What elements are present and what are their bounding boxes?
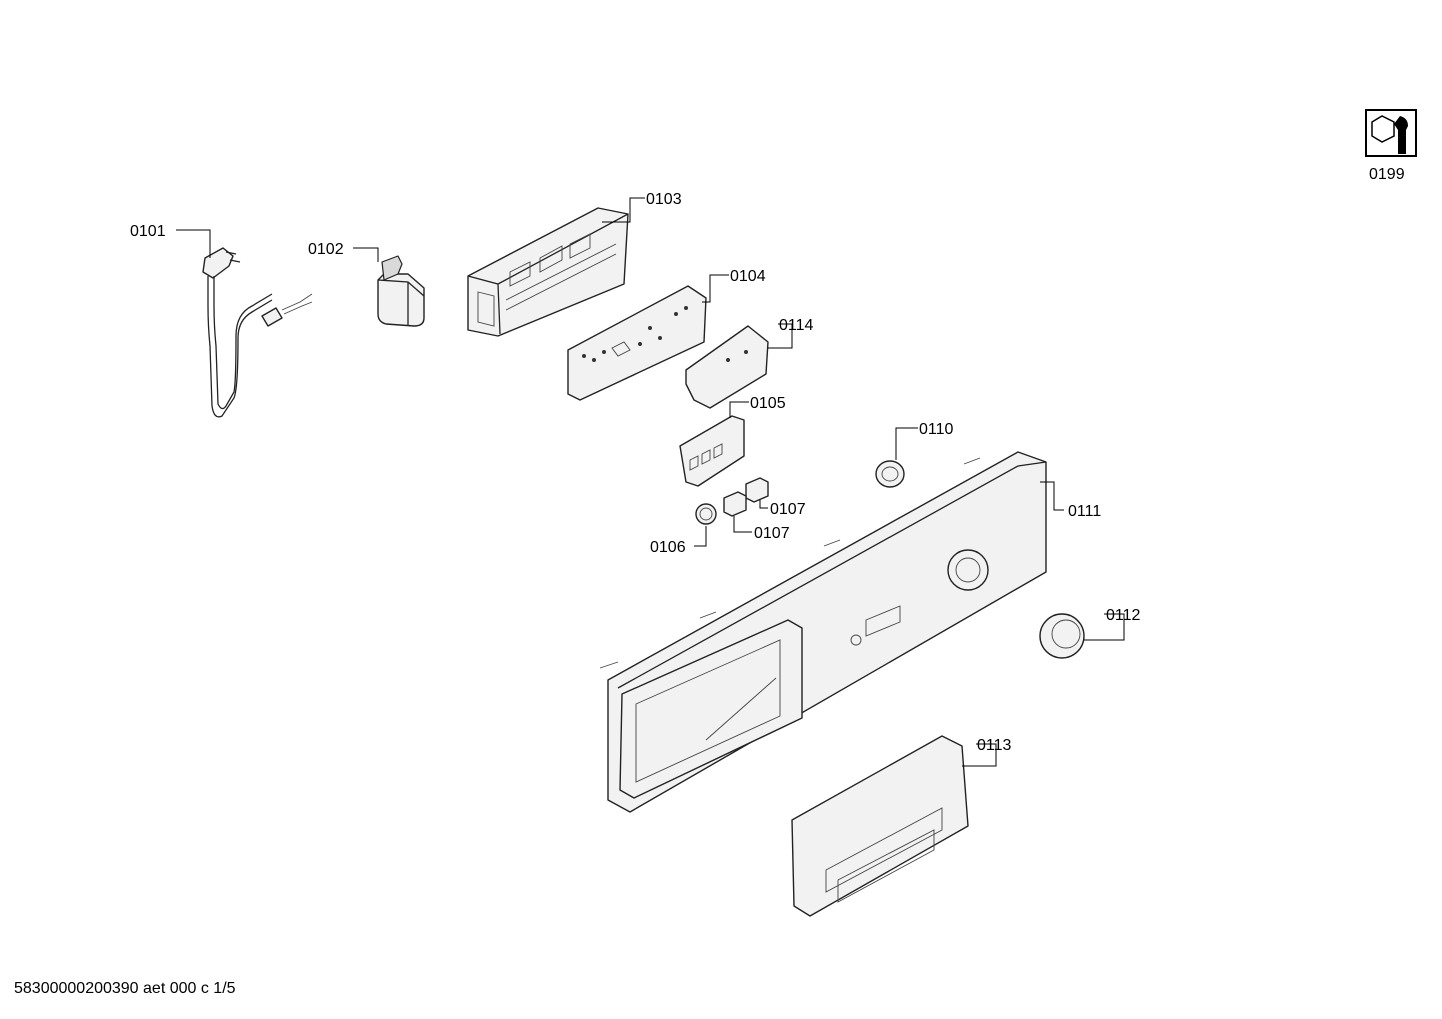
leader-0107b bbox=[733, 516, 752, 533]
push-button-parts bbox=[723, 477, 769, 517]
callout-0107a: 0107 bbox=[770, 501, 806, 518]
leader-0103 bbox=[602, 197, 645, 223]
knob-button-part bbox=[695, 503, 717, 525]
display-board-part bbox=[685, 325, 769, 409]
wrench-service-icon bbox=[1365, 109, 1417, 157]
leader-0110 bbox=[895, 427, 918, 460]
callout-0105: 0105 bbox=[750, 395, 786, 412]
leader-0101 bbox=[176, 229, 211, 258]
suppression-filter-part bbox=[377, 255, 425, 327]
callout-0101: 0101 bbox=[130, 223, 166, 240]
callout-0102: 0102 bbox=[308, 241, 344, 258]
callout-0106: 0106 bbox=[650, 539, 686, 556]
callout-0111: 0111 bbox=[1068, 503, 1101, 520]
leader-0106 bbox=[694, 526, 707, 547]
callout-0104: 0104 bbox=[730, 268, 766, 285]
callout-0199: 0199 bbox=[1369, 166, 1405, 183]
callout-0113: 0113 bbox=[977, 737, 1012, 754]
callout-0112: 0112 bbox=[1106, 607, 1141, 624]
leader-0111 bbox=[1040, 481, 1064, 511]
control-panel-fascia-part bbox=[599, 451, 1047, 813]
callout-0107b: 0107 bbox=[754, 525, 790, 542]
leader-0107a bbox=[759, 500, 768, 509]
power-cord-part bbox=[202, 247, 313, 418]
document-reference: 58300000200390 aet 000 c 1/5 bbox=[14, 980, 236, 997]
leader-0112 bbox=[1084, 613, 1125, 641]
program-knob-part bbox=[1039, 613, 1085, 659]
callout-0110: 0110 bbox=[919, 421, 954, 438]
callout-0114: 0114 bbox=[779, 317, 814, 334]
leader-0104 bbox=[702, 274, 729, 303]
leader-0114 bbox=[768, 323, 793, 349]
button-holder-part bbox=[679, 415, 745, 487]
detergent-drawer-handle-part bbox=[791, 735, 969, 917]
control-board-part bbox=[567, 285, 707, 401]
leader-0113 bbox=[962, 743, 997, 767]
rotary-ring-part bbox=[875, 460, 905, 488]
leader-0102 bbox=[353, 247, 379, 262]
leader-0105 bbox=[729, 401, 749, 418]
module-housing-part bbox=[467, 207, 629, 337]
callout-0103: 0103 bbox=[646, 191, 682, 208]
